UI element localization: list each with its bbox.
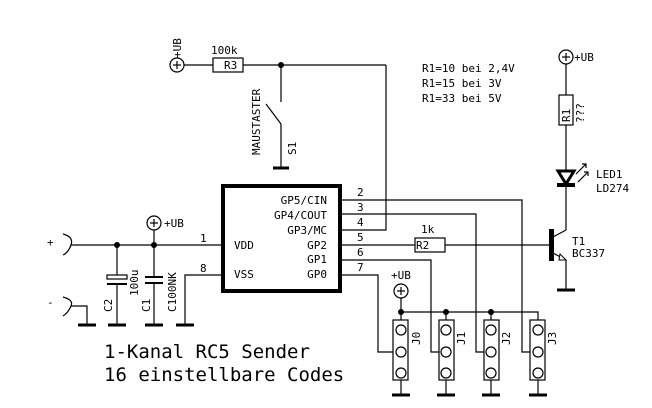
s1-value: MAUSTASTER (250, 88, 263, 155)
connector-plus-icon (62, 233, 73, 256)
r3-value: 100k (211, 44, 238, 57)
pin-number: 2 (357, 186, 364, 199)
pin-number: 6 (357, 246, 364, 259)
pin-number: 1 (200, 232, 207, 245)
switch-s1: MAUSTASTER S1 (250, 65, 299, 170)
minus-connector-label: - (47, 296, 54, 309)
title-line-1: 1-Kanal RC5 Sender (104, 341, 310, 363)
schematic-title: 1-Kanal RC5 Sender 16 einstellbare Codes (104, 341, 344, 386)
pin-name: GP5/CIN (281, 194, 327, 207)
pin-name: GP3/MC (287, 224, 327, 237)
jumper-j3: J3 (529, 319, 559, 397)
resistor-notes: R1=10 bei 2,4V R1=15 bei 3V R1=33 bei 5V (422, 62, 515, 105)
led1-ref: LED1 (596, 168, 623, 181)
r3-ref: R3 (224, 59, 237, 72)
r1-ref: R1 (560, 109, 573, 122)
c2-value: 100u (128, 270, 141, 297)
supply-label: +UB (171, 38, 184, 58)
note-line: R1=10 bei 2,4V (422, 62, 515, 75)
supply-r3: +UB (169, 38, 213, 73)
power-input: + - +UB C2 100u C1 C100NK (47, 215, 221, 327)
capacitor-c2 (106, 274, 128, 280)
plus-connector-label: + (47, 236, 54, 249)
pin-name-vdd: VDD (234, 239, 254, 252)
j0-ref: J0 (410, 332, 423, 345)
connector-minus-icon (62, 296, 73, 317)
jumper-j1: J1 (437, 319, 468, 397)
c2-ref: C2 (102, 299, 115, 312)
pin-name: GP1 (307, 253, 327, 266)
s1-ref: S1 (286, 142, 299, 155)
pin-number: 4 (357, 216, 364, 229)
pin-name-vss: VSS (234, 268, 254, 281)
pin-number: 8 (200, 262, 207, 275)
t1-value: BC337 (572, 247, 605, 260)
jumper-block: +UB J0 J1 J2 (391, 269, 559, 397)
resistor-r3: R3 100k (211, 44, 244, 73)
r2-value: 1k (421, 223, 435, 236)
r2-ref: R2 (416, 239, 429, 252)
ic-wires: R2 1k (342, 65, 549, 353)
pin-name: GP0 (307, 268, 327, 281)
j3-ref: J3 (546, 332, 559, 345)
j1-ref: J1 (455, 332, 468, 345)
jumper-j2: J2 (482, 319, 513, 397)
j2-ref: J2 (500, 332, 513, 345)
note-line: R1=15 bei 3V (422, 77, 502, 90)
ic-pic12: VDD VSS GP5/CIN GP4/COUT GP3/MC GP2 GP1 … (200, 184, 364, 293)
led1-value: LD274 (596, 182, 629, 195)
c1-ref: C1 (140, 299, 153, 312)
supply-label: +UB (391, 269, 411, 282)
r1-value: ??? (574, 103, 587, 123)
pin-number: 7 (357, 261, 364, 274)
supply-label: +UB (574, 51, 594, 64)
transistor-t1 (549, 229, 554, 261)
t1-ref: T1 (572, 235, 585, 248)
jumper-j0: J0 (392, 319, 423, 397)
note-line: R1=33 bei 5V (422, 92, 502, 105)
led-branch: +UB R1 ??? LED1 LD274 T1 BC337 (549, 49, 629, 292)
pin-number: 5 (357, 231, 364, 244)
title-line-2: 16 einstellbare Codes (104, 364, 344, 386)
led-icon (555, 169, 577, 187)
supply-label: +UB (164, 217, 184, 230)
c1-value: C100NK (166, 272, 179, 312)
pin-number: 3 (357, 201, 364, 214)
pin-name: GP2 (307, 239, 327, 252)
pin-name: GP4/COUT (274, 209, 327, 222)
